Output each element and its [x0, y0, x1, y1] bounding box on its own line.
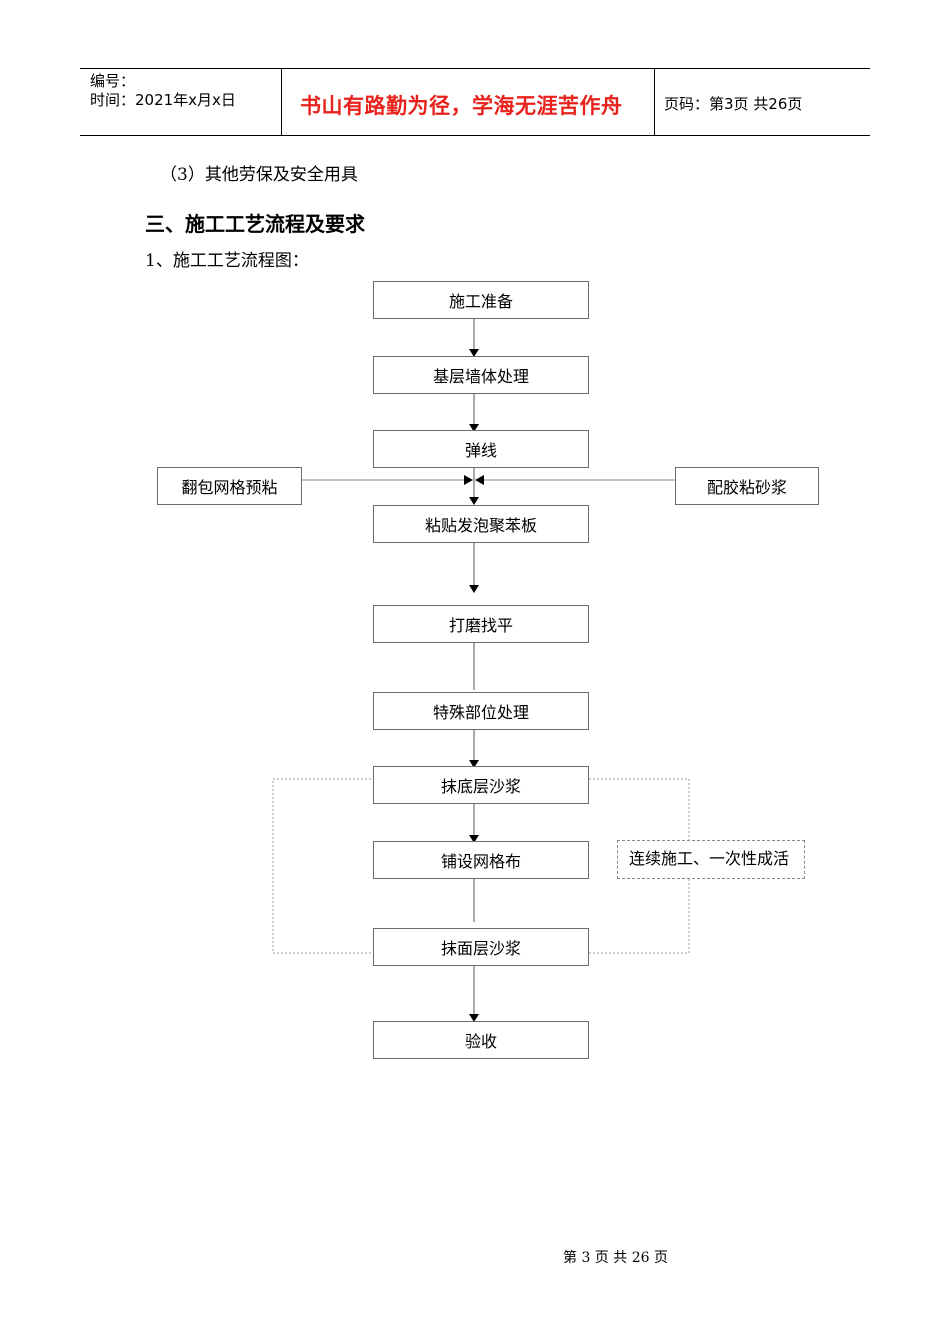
step-paste-board: 粘贴发泡聚苯板 — [373, 505, 589, 543]
continuous-note-box: 连续施工、一次性成活 — [617, 840, 805, 879]
header-top-rule — [80, 68, 870, 69]
arrow-6 — [469, 760, 479, 768]
arrow-7 — [469, 835, 479, 843]
step-special-parts: 特殊部位处理 — [373, 692, 589, 730]
sub-heading: 1、施工工艺流程图： — [145, 251, 309, 271]
arrow-left-input — [464, 475, 473, 485]
arrow-2 — [469, 424, 479, 432]
item-3-text: （3）其他劳保及安全用具 — [160, 165, 358, 185]
step-base-mortar: 抹底层沙浆 — [373, 766, 589, 804]
section-heading: 三、施工工艺流程及要求 — [145, 212, 365, 236]
arrow-3 — [469, 497, 479, 505]
step-base-wall: 基层墙体处理 — [373, 356, 589, 394]
arrow-1 — [469, 349, 479, 357]
header-time-label: 时间：2021年x月x日 — [90, 91, 236, 109]
arrow-9 — [469, 1014, 479, 1022]
header-divider-left — [281, 68, 282, 136]
left-input-box: 翻包网格预粘 — [157, 467, 302, 505]
step-snap-line: 弹线 — [373, 430, 589, 468]
header-divider-right — [654, 68, 655, 136]
header-bottom-rule — [80, 135, 870, 136]
step-acceptance: 验收 — [373, 1021, 589, 1059]
step-mesh: 铺设网格布 — [373, 841, 589, 879]
arrow-4 — [469, 585, 479, 593]
step-face-mortar: 抹面层沙浆 — [373, 928, 589, 966]
page-footer: 第 3 页 共 26 页 — [563, 1250, 668, 1266]
right-input-box: 配胶粘砂浆 — [675, 467, 819, 505]
arrow-right-input — [475, 475, 484, 485]
header-motto: 书山有路勤为径，学海无涯苦作舟 — [300, 94, 623, 118]
header-number-label: 编号： — [90, 72, 136, 90]
step-sanding: 打磨找平 — [373, 605, 589, 643]
step-prepare: 施工准备 — [373, 281, 589, 319]
header-page-info: 页码：第3页 共26页 — [664, 95, 803, 113]
